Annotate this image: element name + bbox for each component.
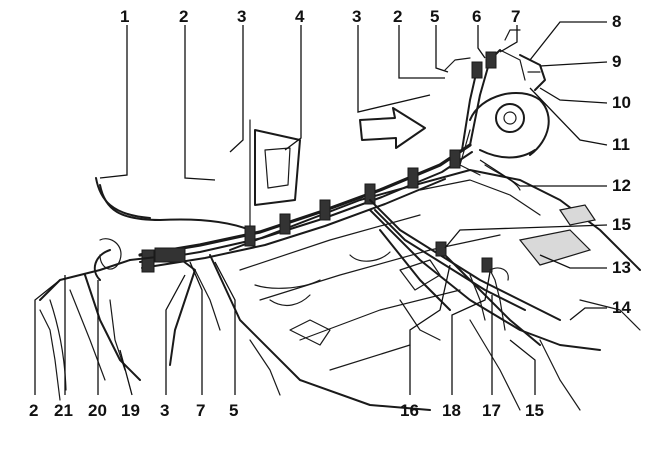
- callout-label: 8: [612, 12, 622, 31]
- callout-label: 10: [612, 93, 631, 112]
- callout-label: 16: [400, 401, 419, 420]
- callout-label: 20: [88, 401, 107, 420]
- callout-label: 5: [430, 7, 440, 26]
- pillar: [249, 119, 301, 241]
- callout-label: 2: [29, 401, 39, 420]
- main-pipe-bundle: [95, 49, 526, 269]
- center-tunnel: [369, 204, 641, 411]
- pipe-clips: [141, 51, 497, 273]
- callout-label: 4: [295, 7, 305, 26]
- callout-label: 5: [229, 401, 239, 420]
- callout-label: 21: [54, 401, 73, 420]
- rear-wheel-arch: [459, 91, 550, 191]
- callout-label: 9: [612, 52, 622, 71]
- callout-label: 3: [160, 401, 170, 420]
- direction-arrow-icon: [359, 107, 426, 149]
- callout-label: 13: [612, 258, 631, 277]
- callout-label: 3: [352, 7, 362, 26]
- callout-label: 14: [612, 298, 631, 317]
- rear-hose-bracket: [504, 29, 546, 91]
- callout-label: 2: [179, 7, 189, 26]
- callout-label: 3: [237, 7, 247, 26]
- callout-label: 15: [525, 401, 544, 420]
- leader-lines: [34, 21, 608, 396]
- callout-label: 15: [612, 215, 631, 234]
- callout-label: 7: [196, 401, 206, 420]
- callout-label: 19: [121, 401, 140, 420]
- callout-label: 7: [511, 7, 521, 26]
- front-left-area: [39, 238, 221, 401]
- callout-label: 1: [120, 7, 130, 26]
- callout-label: 2: [393, 7, 403, 26]
- callout-label: 12: [612, 176, 631, 195]
- floor-pan: [209, 169, 641, 411]
- callout-label: 11: [612, 135, 630, 154]
- callout-label: 18: [442, 401, 461, 420]
- tunnel-pipes: [369, 199, 561, 346]
- callout-label: 6: [472, 7, 482, 26]
- callout-label: 17: [482, 401, 501, 420]
